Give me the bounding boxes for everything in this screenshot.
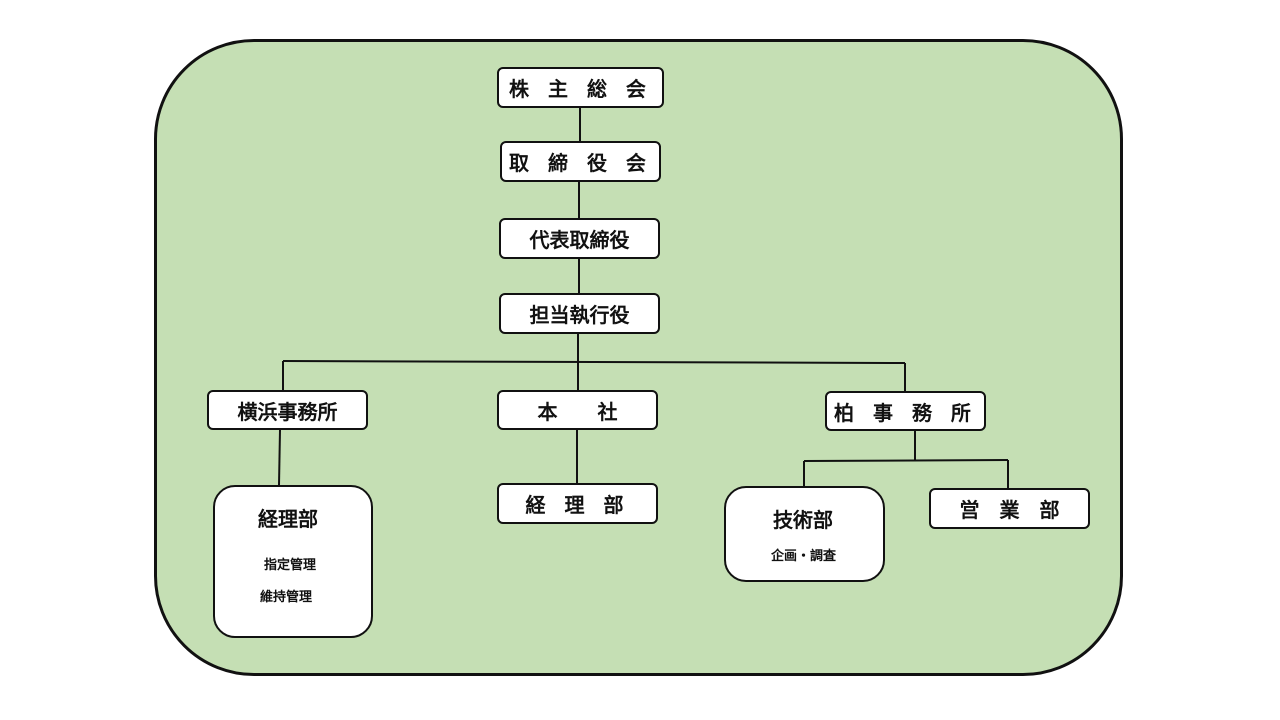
yokohama-accounting-item: 維持管理	[260, 590, 313, 605]
yokohama-office-box: 横浜事務所	[207, 390, 368, 430]
kashiwa-office-box: 柏 事 務 所	[825, 391, 986, 431]
line-yokohama-accounting	[278, 429, 281, 486]
board-of-directors-box: 取 締 役 会	[500, 141, 661, 182]
engineering-title: 技術部	[773, 508, 833, 532]
engineering-box: 技術部 企画・調査	[724, 486, 885, 582]
yokohama-accounting-box: 経理部 指定管理 維持管理	[213, 485, 373, 638]
head-accounting-box: 経 理 部	[497, 483, 658, 524]
representative-director-box: 代表取締役	[499, 218, 660, 259]
line-branch-horizontal	[282, 360, 906, 364]
sales-box: 営 業 部	[929, 488, 1090, 529]
yokohama-accounting-item: 指定管理	[264, 558, 317, 573]
yokohama-accounting-title: 経理部	[258, 507, 318, 531]
shareholders-meeting-box: 株 主 総 会	[497, 67, 664, 108]
executive-officer-box: 担当執行役	[499, 293, 660, 334]
engineering-sub: 企画・調査	[771, 549, 837, 564]
line-kashiwa-horizontal	[803, 459, 1009, 462]
head-office-box: 本 社	[497, 390, 658, 430]
